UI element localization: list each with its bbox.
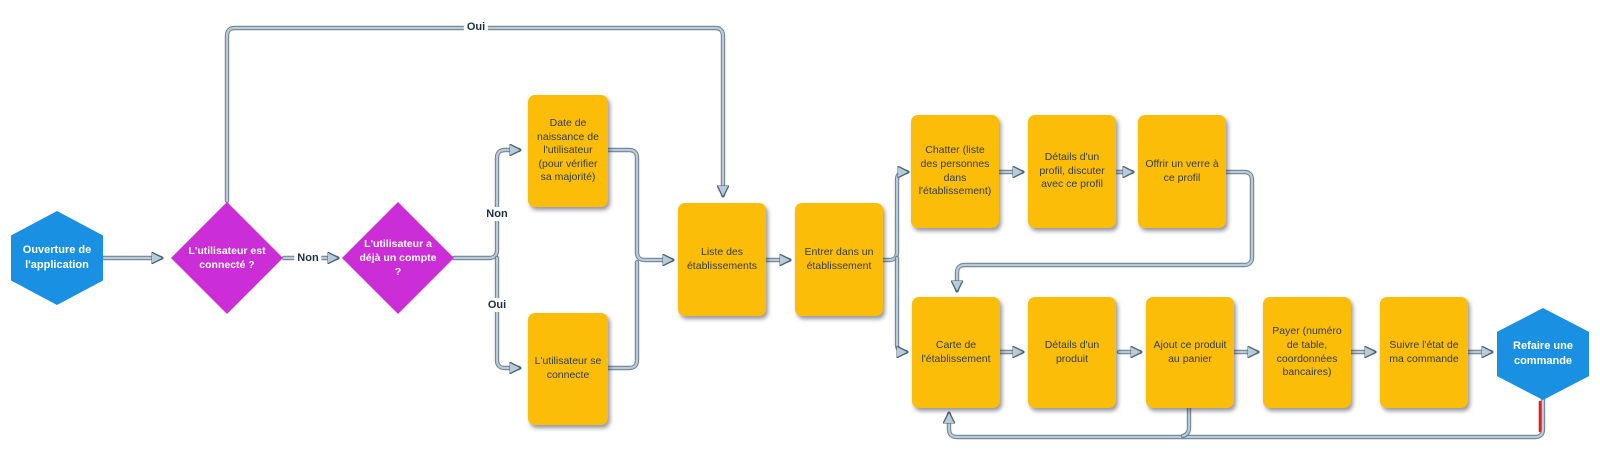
node-label: Chatter (liste des personnes dans l'étab… bbox=[918, 144, 992, 198]
node-ajout-au-panier[interactable]: Ajout ce produit au panier bbox=[1146, 297, 1234, 408]
edge-label-oui-branch[interactable]: Oui bbox=[484, 298, 510, 312]
node-liste-des-etablissements[interactable]: Liste des établissements bbox=[678, 203, 766, 316]
edge-outline bbox=[605, 147, 675, 263]
edge-outline bbox=[224, 25, 726, 204]
edge-se-connecte-to-liste[interactable] bbox=[605, 259, 640, 371]
edge-outline bbox=[894, 255, 909, 355]
node-label: Offrir un verre à ce profil bbox=[1145, 157, 1219, 184]
edge-outline bbox=[494, 255, 522, 371]
node-label: Détails d'un profil, discuter avec ce pr… bbox=[1039, 151, 1105, 191]
edge-line bbox=[225, 26, 723, 203]
edge-line bbox=[606, 148, 672, 260]
node-label: Suivre l'état de ma commande bbox=[1389, 338, 1459, 365]
edge-entrer-to-carte[interactable] bbox=[894, 255, 909, 355]
node-label: L'utilisateur est connecté ? bbox=[188, 244, 266, 271]
node-chatter[interactable]: Chatter (liste des personnes dans l'étab… bbox=[911, 115, 999, 228]
edge-line bbox=[495, 256, 519, 368]
node-label: Détails d'un produit bbox=[1044, 338, 1100, 365]
node-label: Ajout ce produit au panier bbox=[1153, 338, 1227, 365]
node-label: Entrer dans un établissement bbox=[804, 245, 874, 272]
node-details-produit[interactable]: Détails d'un produit bbox=[1028, 297, 1116, 408]
edge-connecte-oui-to-liste[interactable] bbox=[224, 25, 726, 204]
edge-refaire-loop-to-carte-bottom[interactable] bbox=[949, 396, 1546, 440]
edge-line bbox=[1181, 406, 1191, 438]
edge-label-non-between-decisions[interactable]: Non bbox=[294, 251, 322, 265]
edge-ajout-loop-to-carte-bottom[interactable] bbox=[1180, 405, 1192, 439]
edge-line bbox=[881, 172, 907, 262]
node-label: L'utilisateur a déjà un compte ? bbox=[359, 237, 437, 279]
edge-outline bbox=[605, 259, 640, 371]
node-label: Date de naissance de l'utilisateur (pour… bbox=[537, 116, 599, 184]
edge-compte-oui-to-se-connecte[interactable] bbox=[494, 255, 522, 371]
edge-outline bbox=[451, 147, 522, 261]
node-payer[interactable]: Payer (numéro de table, coordonnées banc… bbox=[1263, 297, 1351, 408]
node-label: Refaire une commande bbox=[1513, 340, 1573, 367]
edge-offrir-to-carte-top[interactable] bbox=[957, 169, 1255, 290]
edge-line bbox=[452, 150, 519, 260]
edge-outline bbox=[880, 169, 910, 263]
edge-line bbox=[957, 170, 1254, 290]
node-date-de-naissance[interactable]: Date de naissance de l'utilisateur (pour… bbox=[528, 95, 608, 207]
node-details-profil[interactable]: Détails d'un profil, discuter avec ce pr… bbox=[1028, 115, 1116, 228]
edge-label-oui-top[interactable]: Oui bbox=[463, 20, 489, 34]
edge-label-non-branch[interactable]: Non bbox=[483, 207, 511, 221]
node-label: Liste des établissements bbox=[686, 245, 758, 272]
node-entrer-dans-etablissement[interactable]: Entrer dans un établissement bbox=[795, 203, 883, 316]
edge-line bbox=[895, 256, 906, 352]
edge-line bbox=[606, 260, 639, 370]
node-label: Carte de l'établissement bbox=[921, 338, 991, 365]
node-utilisateur-se-connecte[interactable]: L'utilisateur se connecte bbox=[528, 313, 608, 425]
node-suivre-etat-commande[interactable]: Suivre l'état de ma commande bbox=[1380, 297, 1468, 408]
edge-line bbox=[949, 397, 1545, 439]
node-label: L'utilisateur se connecte bbox=[534, 355, 602, 381]
node-carte-etablissement[interactable]: Carte de l'établissement bbox=[912, 297, 1000, 408]
node-offrir-un-verre[interactable]: Offrir un verre à ce profil bbox=[1138, 115, 1226, 228]
node-label: Payer (numéro de table, coordonnées banc… bbox=[1272, 325, 1342, 379]
edge-naissance-to-liste[interactable] bbox=[605, 147, 675, 263]
node-label: Ouverture de l'application bbox=[22, 244, 92, 271]
edge-compte-non-to-naissance[interactable] bbox=[451, 147, 522, 261]
edge-entrer-to-chatter[interactable] bbox=[880, 169, 910, 263]
